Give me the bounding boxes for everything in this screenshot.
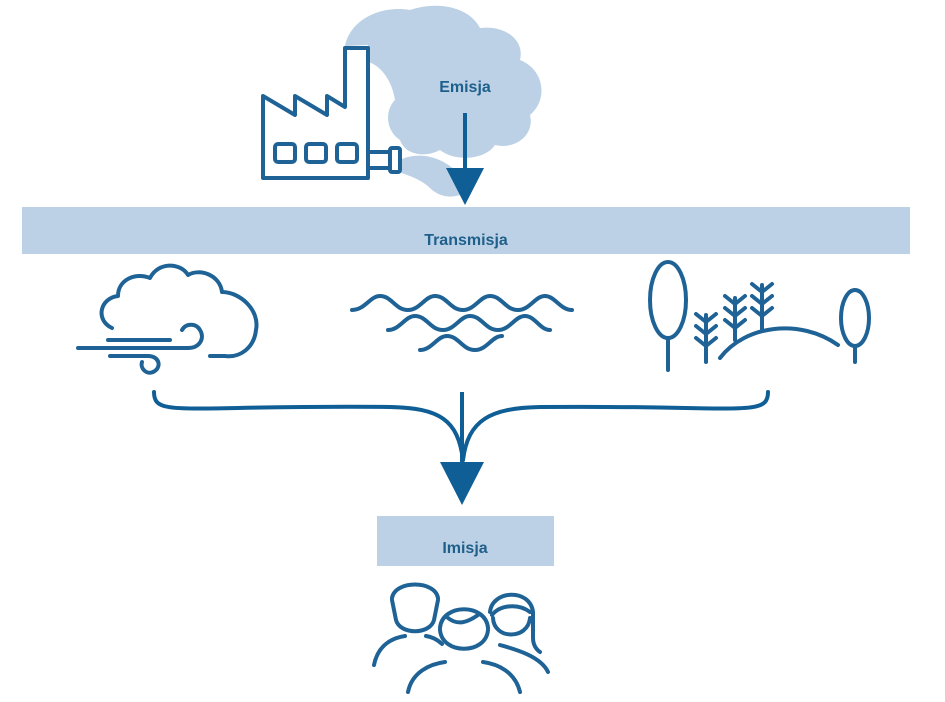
people-group-icon — [372, 582, 550, 694]
wind-cloud-icon — [76, 263, 259, 375]
factory-icon — [261, 46, 402, 180]
transmission-label: Transmisja — [424, 232, 508, 249]
immission-label: Imisja — [442, 540, 487, 557]
immission-box — [377, 516, 554, 566]
water-waves-icon — [350, 294, 574, 352]
emission-label: Emisja — [439, 79, 491, 96]
emission-arrow — [446, 113, 484, 205]
converging-arrow — [152, 390, 770, 505]
landscape-trees-icon — [648, 260, 871, 372]
transmission-band — [22, 207, 910, 254]
smoke-cloud-icon — [345, 5, 542, 197]
